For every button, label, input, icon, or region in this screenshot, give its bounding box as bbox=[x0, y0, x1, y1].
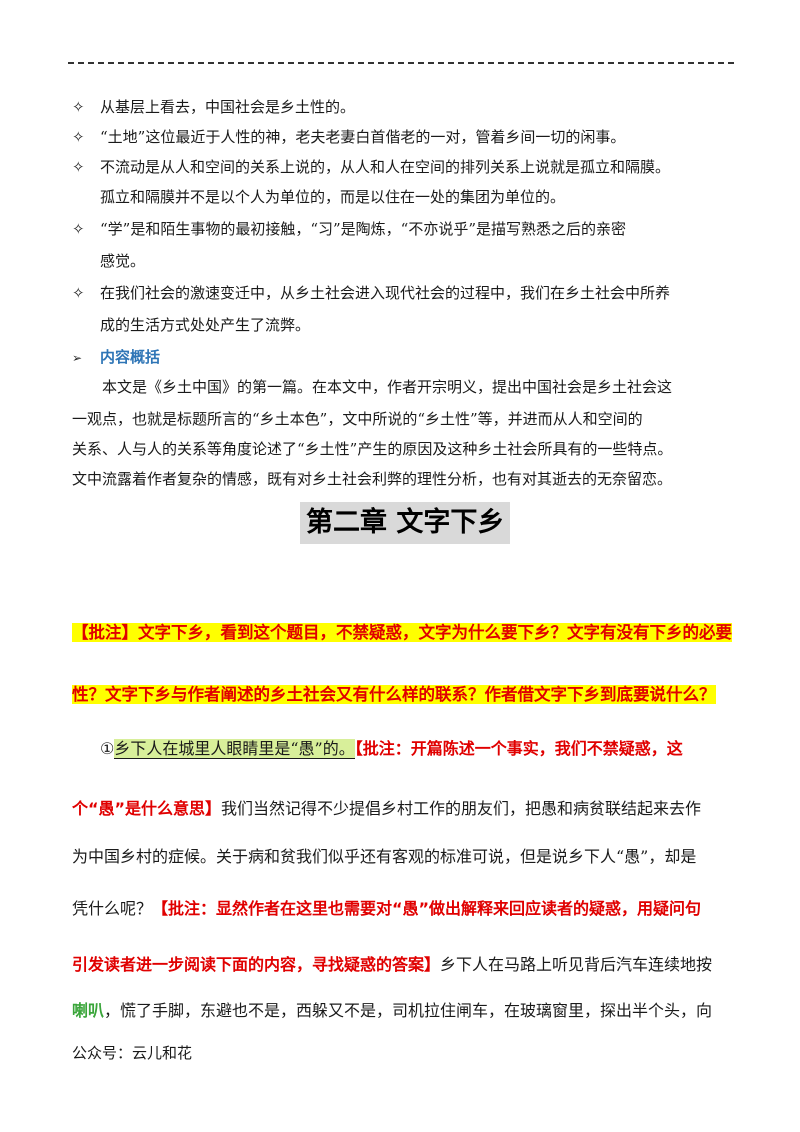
diamond-star-icon: ✧ bbox=[72, 98, 85, 116]
bullet-continuation: 孤立和隔膜并不是以个人为单位的，而是以住在一处的集团为单位的。 bbox=[100, 188, 566, 206]
summary-heading: ➢ 内容概括 bbox=[72, 346, 160, 369]
paragraph-line: 喇叭，慌了手脚，东避也不是，西躲又不是，司机拉住闸车，在玻璃窗里，探出半个头，向 bbox=[72, 1001, 713, 1020]
footer-wechat-account: 公众号：云儿和花 bbox=[72, 1044, 193, 1062]
bullet-continuation: 成的生活方式处处产生了流弊。 bbox=[100, 316, 311, 334]
bullet-text: 不流动是从人和空间的关系上说的，从人和人在空间的排列关系上说就是孤立和隔膜。 bbox=[100, 158, 671, 176]
annotation-intro-line: 性？文字下乡与作者阐述的乡土社会又有什么样的联系？作者借文字下乡到底要说什么？ bbox=[72, 685, 716, 704]
highlighted-sentence: 乡下人在城里人眼睛里是“愚”的。 bbox=[114, 739, 355, 759]
arrow-bullet-icon: ➢ bbox=[72, 351, 83, 365]
bullet-text: 在我们社会的激速变迁中，从乡土社会进入现代社会的过程中，我们在乡土社会中所养 bbox=[100, 284, 671, 302]
summary-line: 关系、人与人的关系等角度论述了“乡土性”产生的原因及这种乡土社会所具有的一些特点… bbox=[72, 440, 673, 458]
paragraph-line: 引发读者进一步阅读下面的内容，寻找疑惑的答案】乡下人在马路上听见背后汽车连续地按 bbox=[72, 955, 713, 974]
paragraph-line: 个“愚”是什么意思】我们当然记得不少提倡乡村工作的朋友们，把愚和病贫联结起来去作 bbox=[72, 799, 702, 818]
diamond-star-icon: ✧ bbox=[72, 284, 85, 302]
highlighted-word: 喇叭 bbox=[72, 1001, 105, 1020]
bullet-item: ✧ 从基层上看去，中国社会是乡土性的。 bbox=[72, 96, 355, 118]
inline-annotation: 引发读者进一步阅读下面的内容，寻找疑惑的答案】 bbox=[72, 955, 441, 974]
chapter-title: 第二章 文字下乡 bbox=[300, 502, 511, 544]
diamond-star-icon: ✧ bbox=[72, 158, 85, 176]
bullet-text: “学”是和陌生事物的最初接触，“习”是陶炼，“不亦说乎”是描写熟悉之后的亲密 bbox=[100, 220, 627, 238]
top-dashed-divider bbox=[68, 62, 734, 64]
paragraph-line: 为中国乡村的症候。关于病和贫我们似乎还有客观的标准可说，但是说乡下人“愚”，却是 bbox=[72, 847, 697, 866]
bullet-item: ✧ 在我们社会的激速变迁中，从乡土社会进入现代社会的过程中，我们在乡土社会中所养 bbox=[72, 282, 670, 304]
summary-title: 内容概括 bbox=[100, 348, 161, 366]
annotation-intro-line: 【批注】文字下乡，看到这个题目，不禁疑惑，文字为什么要下乡？文字有没有下乡的必要 bbox=[72, 623, 732, 642]
inline-annotation: 个“愚”是什么意思】 bbox=[72, 799, 222, 818]
bullet-text: 从基层上看去，中国社会是乡土性的。 bbox=[100, 98, 356, 116]
summary-line: 文中流露着作者复杂的情感，既有对乡土社会利弊的理性分析，也有对其逝去的无奈留恋。 bbox=[72, 470, 673, 488]
bullet-item: ✧ 不流动是从人和空间的关系上说的，从人和人在空间的排列关系上说就是孤立和隔膜。 bbox=[72, 156, 670, 178]
bullet-item: ✧ “土地”这位最近于人性的神，老夫老妻白首偕老的一对，管着乡间一切的闲事。 bbox=[72, 126, 625, 148]
inline-annotation: 【批注：开篇陈述一个事实，我们不禁疑惑，这 bbox=[354, 739, 683, 758]
bullet-continuation: 感觉。 bbox=[100, 252, 146, 270]
diamond-star-icon: ✧ bbox=[72, 220, 85, 238]
paragraph-line: ①乡下人在城里人眼睛里是“愚”的。【批注：开篇陈述一个事实，我们不禁疑惑，这 bbox=[100, 736, 683, 762]
bullet-text: “土地”这位最近于人性的神，老夫老妻白首偕老的一对，管着乡间一切的闲事。 bbox=[100, 128, 626, 146]
summary-line: 本文是《乡土中国》的第一篇。在本文中，作者开宗明义，提出中国社会是乡土社会这 bbox=[102, 378, 673, 396]
inline-annotation: 【批注：显然作者在这里也需要对“愚”做出解释来回应读者的疑惑，用疑问句 bbox=[152, 899, 702, 918]
paragraph-line: 凭什么呢？【批注：显然作者在这里也需要对“愚”做出解释来回应读者的疑惑，用疑问句 bbox=[72, 899, 702, 918]
paragraph-number: ① bbox=[100, 739, 115, 758]
bullet-item: ✧ “学”是和陌生事物的最初接触，“习”是陶炼，“不亦说乎”是描写熟悉之后的亲密 bbox=[72, 218, 626, 240]
diamond-star-icon: ✧ bbox=[72, 128, 85, 146]
summary-line: 一观点，也就是标题所言的“乡土本色”，文中所说的“乡土性”等，并进而从人和空间的 bbox=[72, 410, 643, 428]
